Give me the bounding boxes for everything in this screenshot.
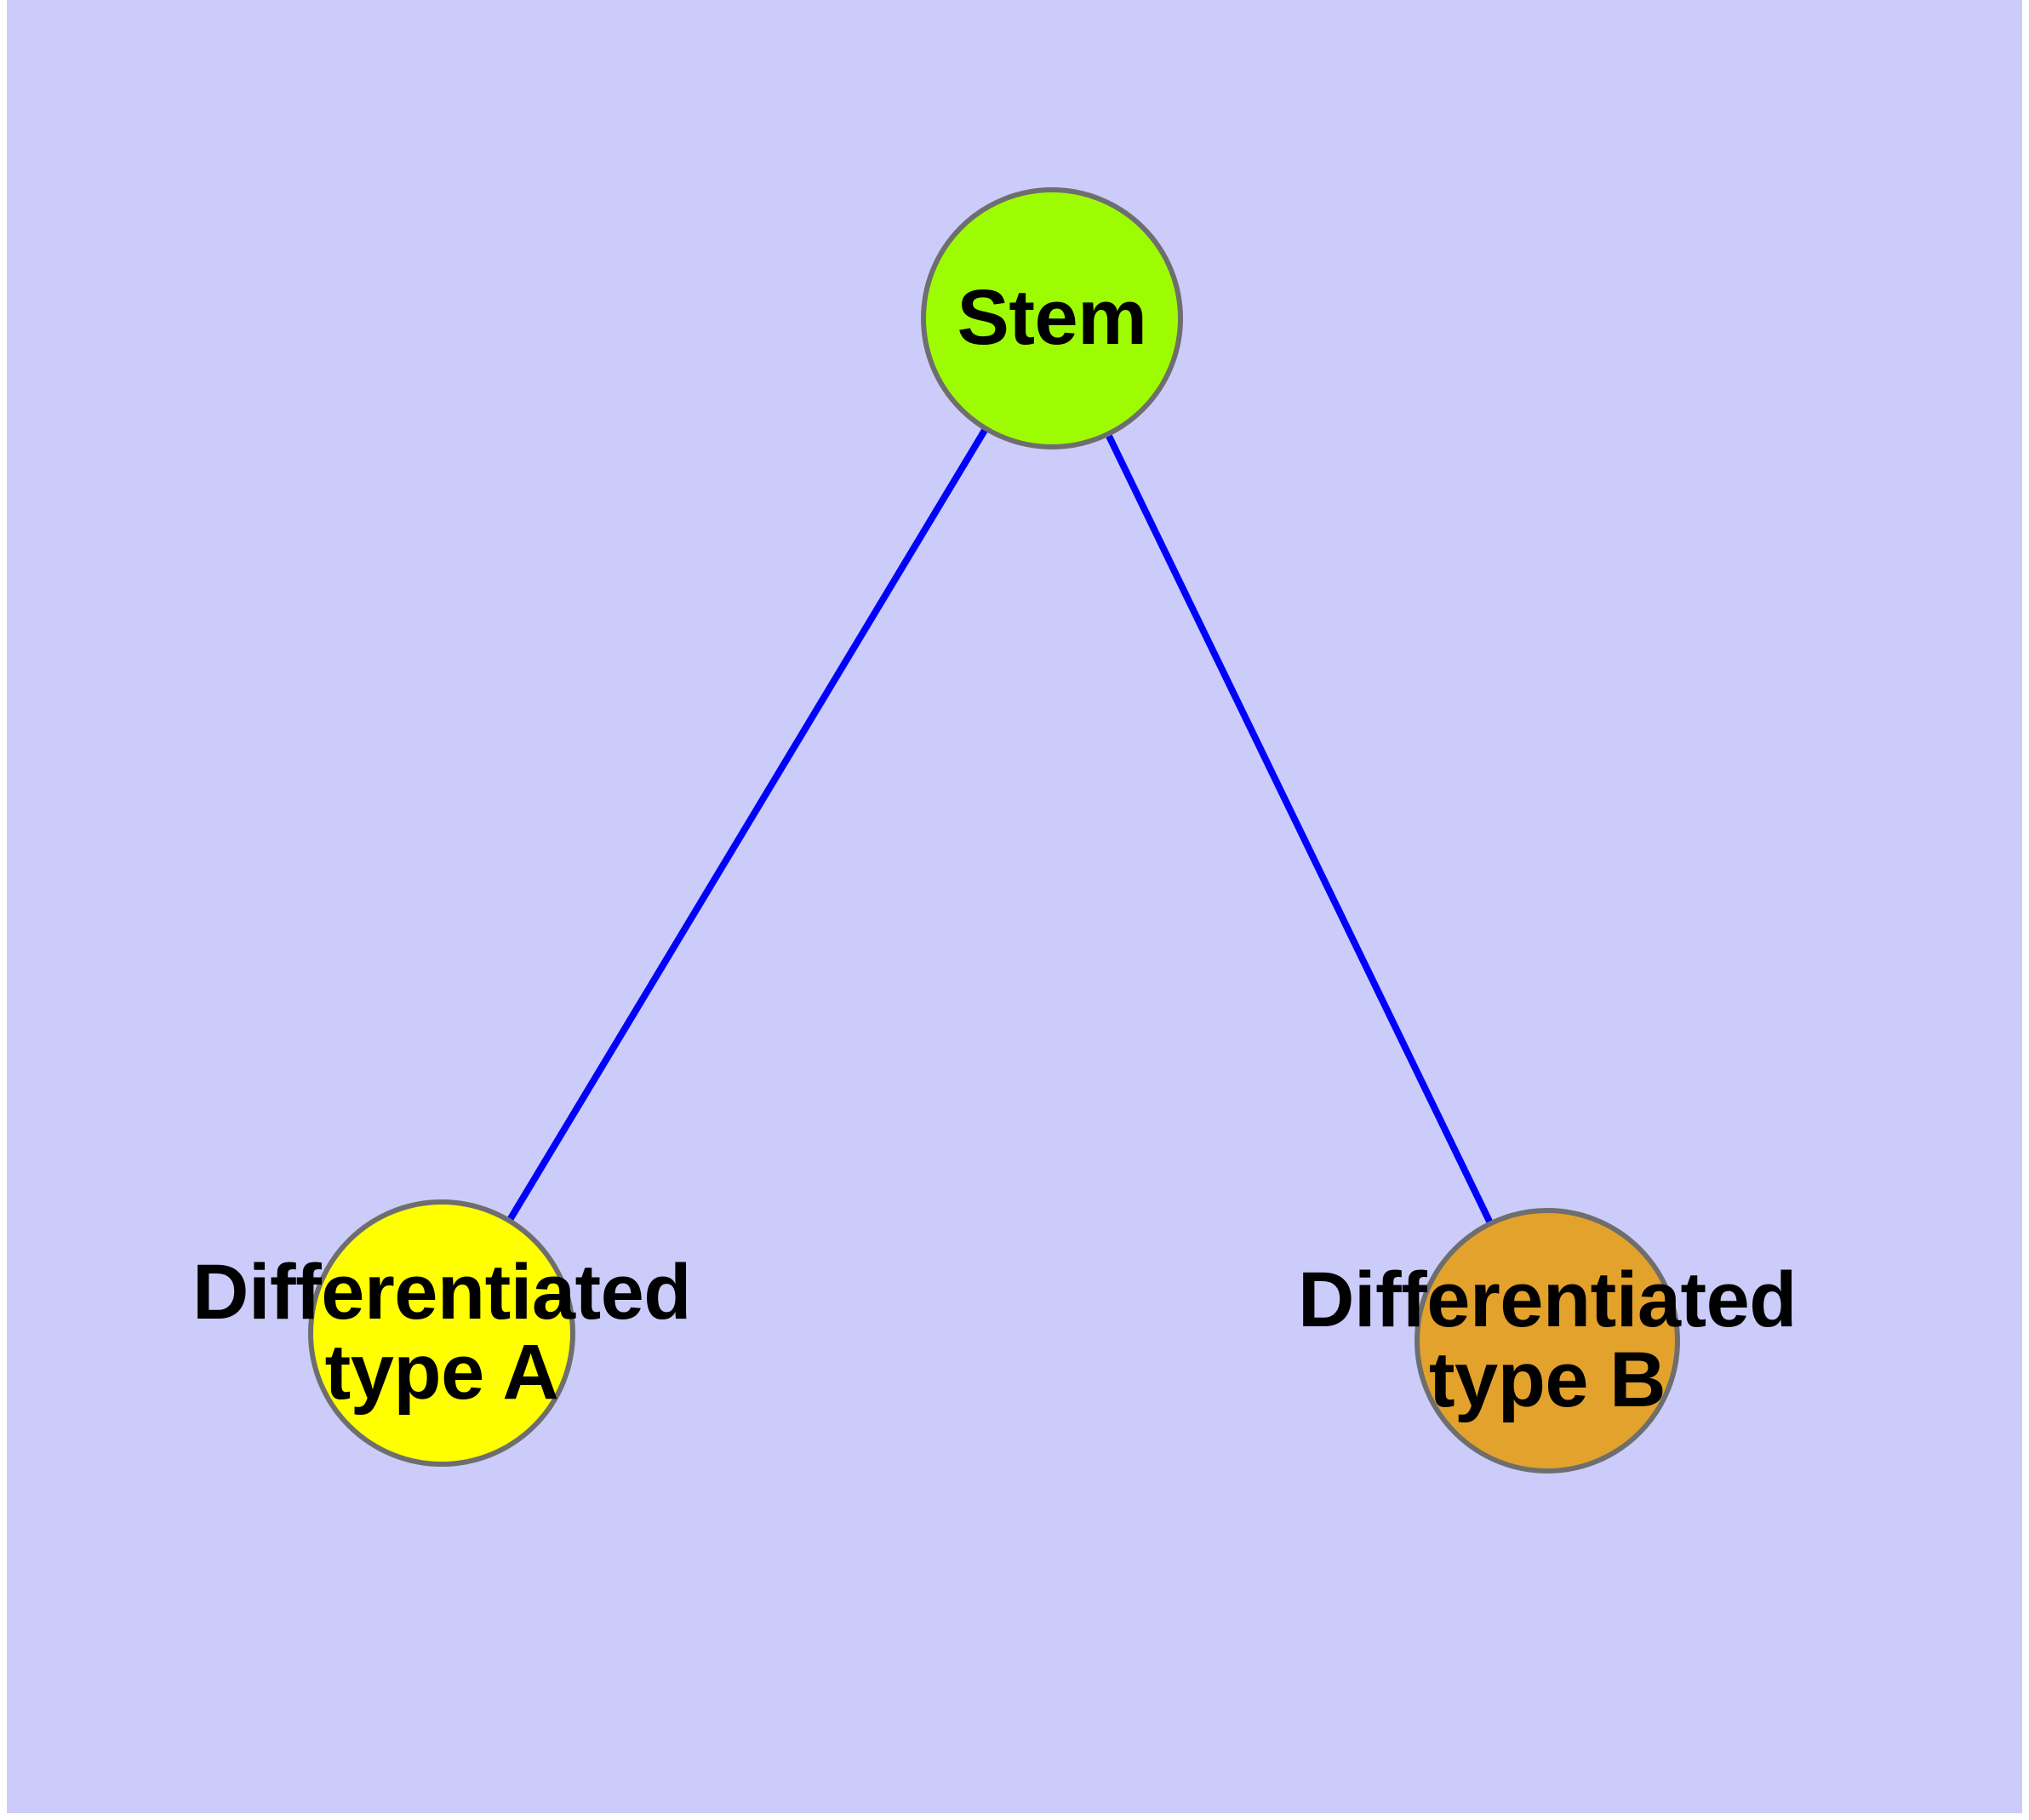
node-layer [308,187,1680,1474]
graph-edge-stem-diff_a[interactable] [438,316,1055,1336]
graph-svg [308,187,1680,1474]
graph-edge-stem-diff_b[interactable] [1049,317,1551,1342]
graph-node-diff_b[interactable] [1415,1208,1680,1474]
graph-node-diff_a[interactable] [308,1199,575,1467]
graph-node-stem[interactable] [921,187,1183,449]
edge-layer [438,316,1551,1342]
